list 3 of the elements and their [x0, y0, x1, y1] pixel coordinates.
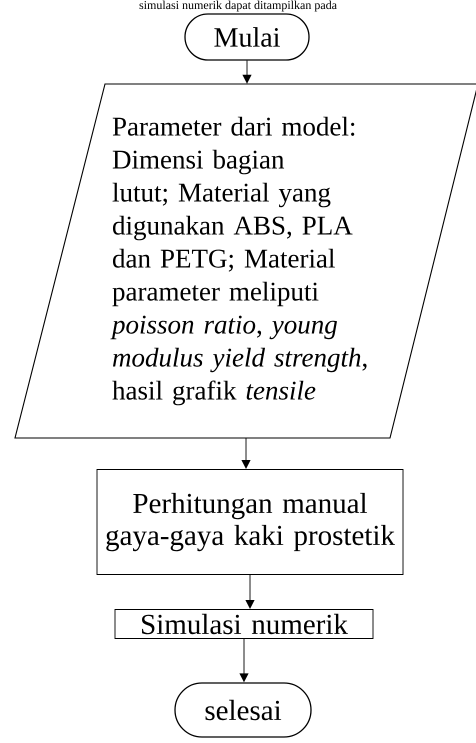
process-box: Perhitungan manual gaya-gaya kaki prostetik — [96, 469, 404, 575]
input-parallelogram: Parameter dari model: Dimensi bagian lutut; Material yang digunakan ABS, PLA dan PETG; Material parameter meliputi poisson ratio, young modulus yield strength, hasil grafik tensile — [14, 83, 476, 439]
process-box: Simulasi numerik — [114, 609, 374, 639]
